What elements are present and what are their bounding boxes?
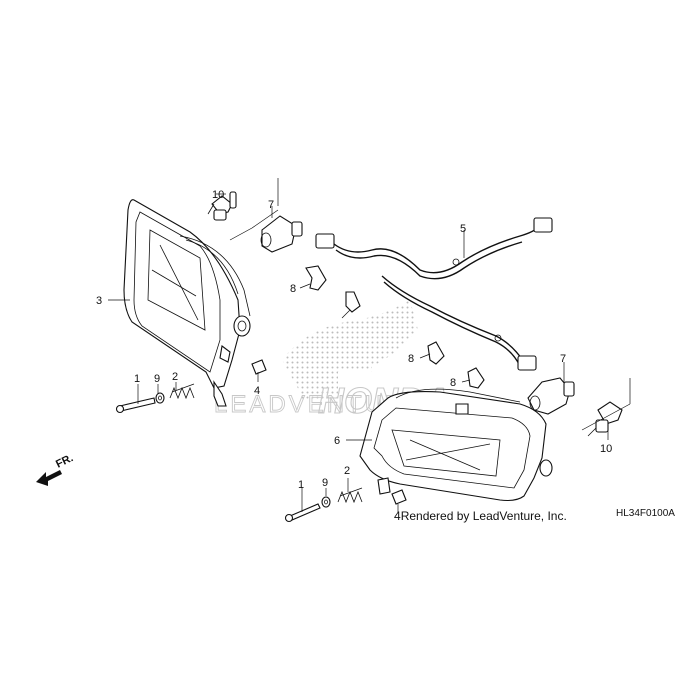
diagram-code: HL34F0100A	[616, 508, 675, 519]
wire-clip-middle[interactable]	[345, 291, 361, 313]
callout-4-lower: 4	[394, 509, 401, 523]
wing-logo-icon	[282, 300, 418, 392]
wire-harness[interactable]	[315, 217, 553, 371]
callout-2-lower: 2	[344, 465, 350, 477]
washer-upper[interactable]	[155, 392, 165, 404]
wire-clip-upper[interactable]	[305, 265, 327, 291]
front-direction-arrow: FR.	[36, 452, 75, 486]
callout-8-middle: 8	[408, 353, 414, 365]
wire-clip-mid-lower[interactable]	[427, 341, 445, 365]
callout-7-lower: 7	[560, 353, 566, 365]
wire-clip-lower[interactable]	[467, 367, 485, 389]
leader-lines	[108, 178, 631, 512]
screw-lower[interactable]	[284, 503, 321, 523]
callout-8-lower: 8	[450, 377, 456, 389]
nut-lower[interactable]	[391, 489, 407, 505]
callout-3: 3	[96, 295, 102, 307]
callouts: 1 9 2 3 4 10 7 8 8 8 5 7 6 10 1 9 2	[96, 189, 612, 491]
callout-10-lower: 10	[600, 443, 612, 455]
credit-line: 4Rendered by LeadVenture, Inc.	[394, 509, 567, 523]
washer-lower[interactable]	[321, 496, 331, 508]
bulb-10-lower[interactable]	[587, 401, 623, 437]
callout-9-upper: 9	[154, 373, 160, 385]
direction-label: FR.	[54, 452, 75, 471]
callout-8-upper: 8	[290, 283, 296, 295]
left-headlight-assembly[interactable]	[123, 199, 251, 407]
nut-upper[interactable]	[251, 359, 267, 375]
bulb-7-lower[interactable]	[527, 377, 575, 415]
spring-lower[interactable]	[337, 487, 363, 504]
screw-upper[interactable]	[115, 397, 156, 414]
callout-10-upper: 10	[212, 189, 224, 201]
bulb-10-upper[interactable]	[207, 191, 237, 221]
callout-1-lower: 1	[298, 479, 304, 491]
callout-6: 6	[334, 435, 340, 447]
callout-7-upper: 7	[268, 199, 274, 211]
callout-9-lower: 9	[322, 477, 328, 489]
credit-text: Rendered by LeadVenture, Inc.	[401, 509, 567, 523]
callout-4-upper: 4	[254, 385, 260, 397]
right-headlight-assembly[interactable]	[359, 388, 553, 502]
callout-5: 5	[460, 223, 466, 235]
arrow-icon	[36, 470, 62, 486]
bulb-7-upper[interactable]	[260, 215, 303, 253]
callout-1-upper: 1	[134, 373, 140, 385]
callout-2-upper: 2	[172, 371, 178, 383]
spring-upper[interactable]	[169, 383, 195, 400]
